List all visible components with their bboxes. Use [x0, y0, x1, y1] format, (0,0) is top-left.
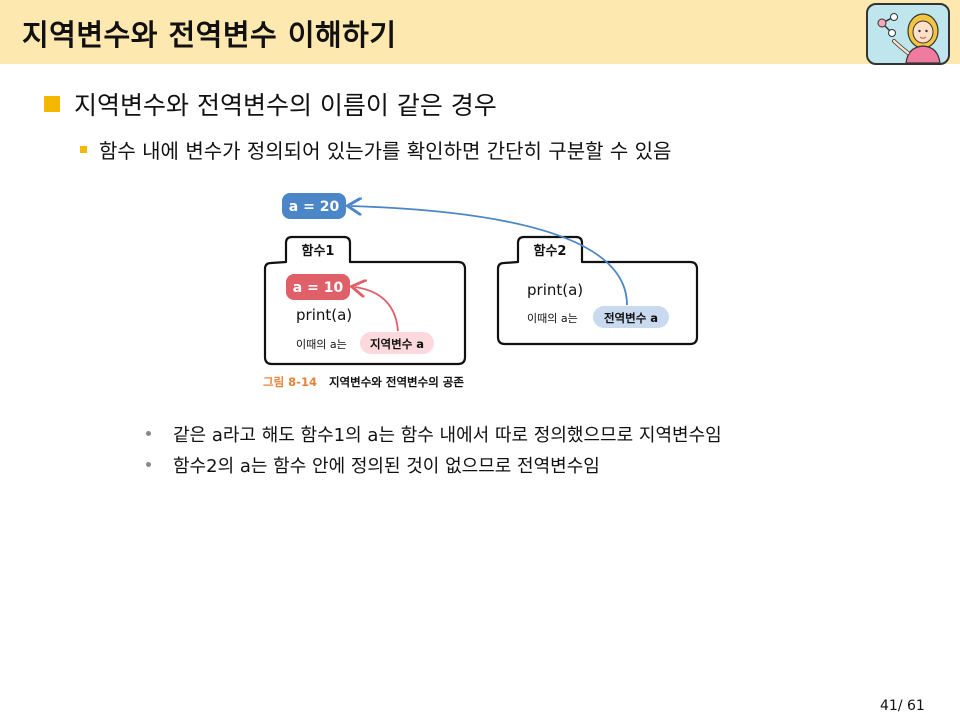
scope-diagram: a = 20 함수1 a = 10 print(a) 이때의 a는 지역변수 a…: [255, 185, 705, 395]
svg-text:그림 8-14 지역변수와 전역변수의 공존: 그림 8-14 지역변수와 전역변수의 공존: [263, 375, 464, 389]
function1-tab-label: 함수1: [302, 243, 335, 259]
function2-note: 이때의 a는: [527, 312, 578, 325]
local-badge: 지역변수 a: [370, 337, 424, 351]
global-badge: 전역변수 a: [604, 311, 658, 325]
slide-title: 지역변수와 전역변수 이해하기: [22, 18, 397, 52]
list-item: 같은 a라고 해도 함수1의 a는 함수 내에서 따로 정의했으므로 지역변수임: [146, 421, 722, 447]
global-var-pill: a = 20: [282, 193, 346, 219]
list-item: 함수2의 a는 함수 안에 정의된 것이 없으므로 전역변수임: [146, 452, 600, 478]
function1-note: 이때의 a는: [296, 338, 347, 351]
function1-print: print(a): [296, 306, 352, 324]
heading-text: 지역변수와 전역변수의 이름이 같은 경우: [74, 91, 497, 120]
global-var-label: a = 20: [289, 199, 340, 215]
bullet-text: 함수2의 a는 함수 안에 정의된 것이 없으므로 전역변수임: [173, 456, 600, 477]
dot-bullet-icon: [146, 461, 151, 467]
local-var-label: a = 10: [293, 280, 344, 296]
subpoint-bullet: 함수 내에 변수가 정의되어 있는가를 확인하면 간단히 구분할 수 있음: [80, 135, 671, 164]
heading-bullet: 지역변수와 전역변수의 이름이 같은 경우: [44, 86, 497, 122]
small-square-bullet-icon: [80, 146, 87, 153]
dot-bullet-icon: [146, 430, 151, 436]
page-number: 41/ 61: [880, 698, 925, 714]
bullet-text: 같은 a라고 해도 함수1의 a는 함수 내에서 따로 정의했으므로 지역변수임: [173, 425, 722, 446]
figure-caption-number: 그림 8-14: [263, 375, 317, 389]
function1-box: 함수1 a = 10 print(a) 이때의 a는 지역변수 a: [263, 235, 467, 366]
function2-box: 함수2 print(a) 이때의 a는 전역변수 a: [351, 206, 699, 346]
square-bullet-icon: [44, 96, 60, 112]
slide-header: 지역변수와 전역변수 이해하기: [0, 0, 960, 65]
function2-tab-label: 함수2: [534, 243, 567, 259]
figure-caption-text: 지역변수와 전역변수의 공존: [329, 375, 464, 389]
function2-print: print(a): [527, 281, 583, 299]
subpoint-text: 함수 내에 변수가 정의되어 있는가를 확인하면 간단히 구분할 수 있음: [99, 139, 672, 163]
presenter-avatar-icon: [866, 3, 950, 65]
